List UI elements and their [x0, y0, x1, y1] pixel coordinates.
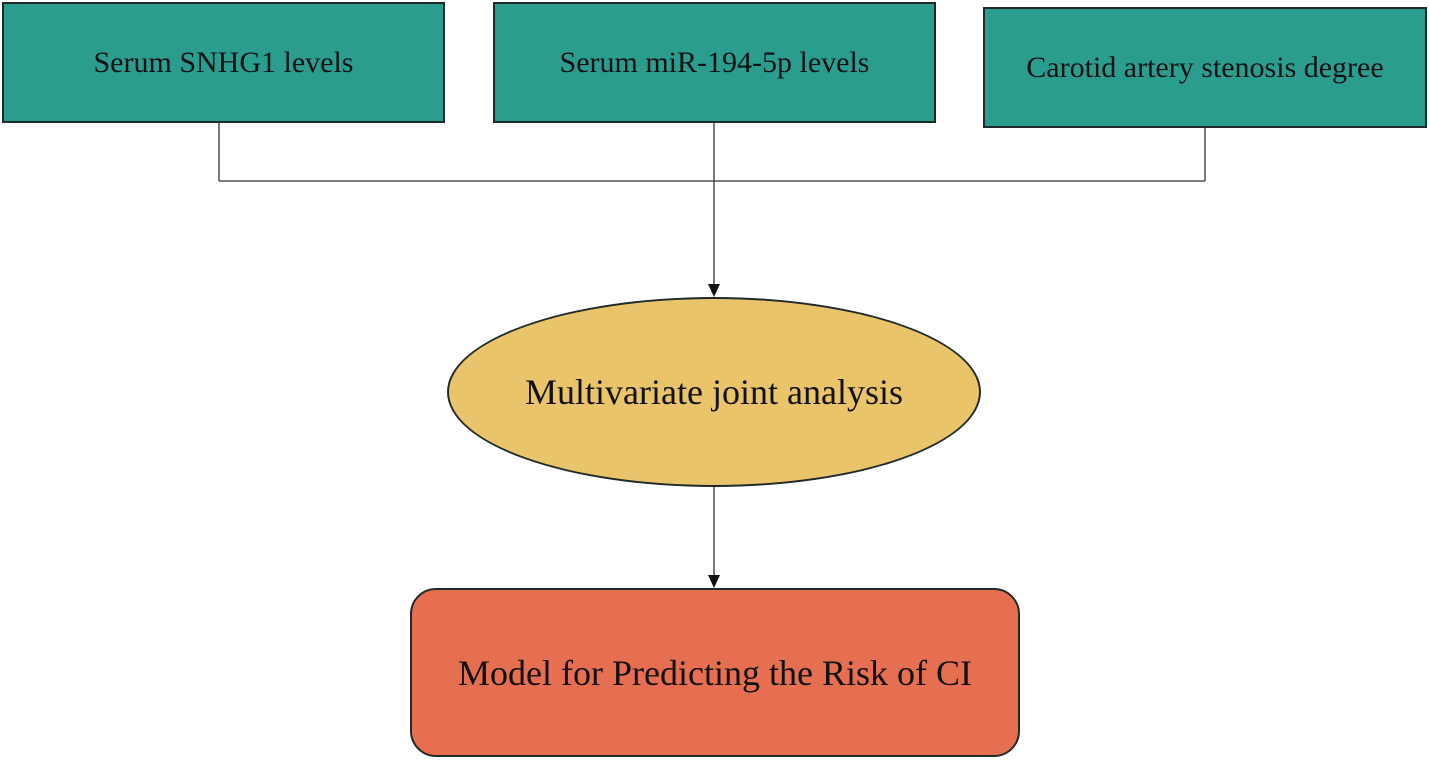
- input-label-snhg1: Serum SNHG1 levels: [93, 45, 354, 79]
- input-box-snhg1: Serum SNHG1 levels: [2, 2, 445, 123]
- output-model-box: Model for Predicting the Risk of CI: [410, 588, 1020, 757]
- input-box-mir-194-5p: Serum miR-194-5p levels: [493, 2, 936, 123]
- input-box-carotid-stenosis: Carotid artery stenosis degree: [983, 7, 1427, 128]
- arrowhead-analysis: [708, 284, 720, 297]
- input-label-carotid-stenosis: Carotid artery stenosis degree: [1026, 50, 1384, 84]
- analysis-ellipse: Multivariate joint analysis: [447, 297, 981, 487]
- analysis-label: Multivariate joint analysis: [525, 371, 903, 412]
- arrowhead-model: [708, 575, 720, 588]
- input-label-mir-194-5p: Serum miR-194-5p levels: [559, 45, 870, 79]
- output-label: Model for Predicting the Risk of CI: [458, 652, 972, 693]
